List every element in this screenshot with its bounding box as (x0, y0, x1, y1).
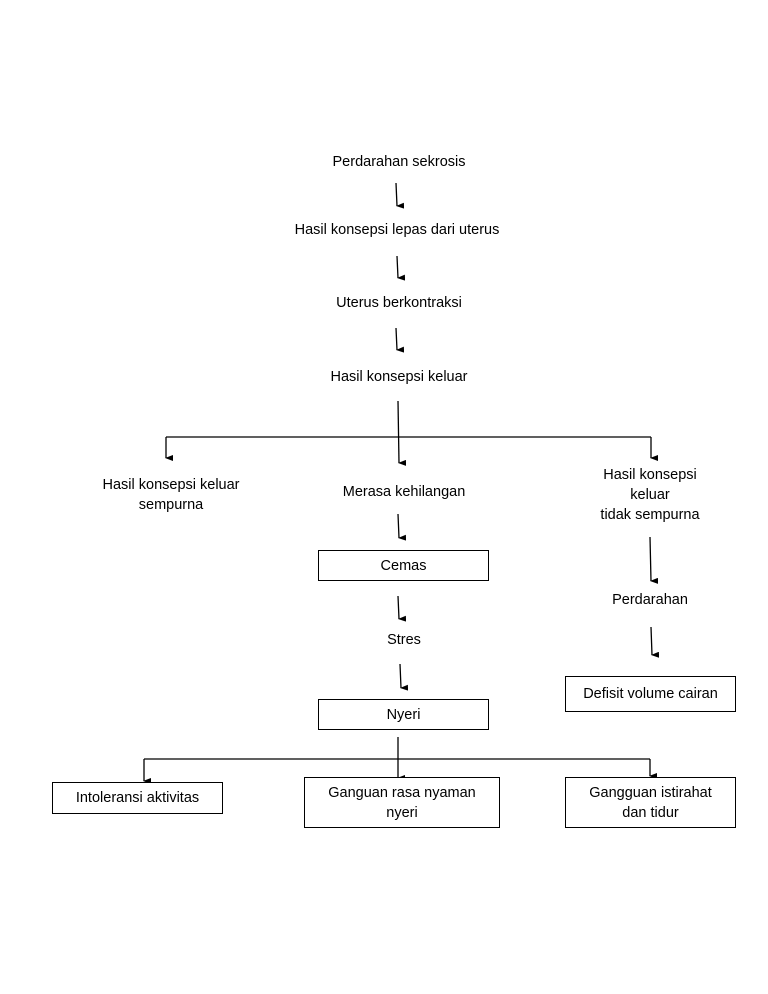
node-keluar-sempurna: Hasil konsepsi keluar sempurna (102, 477, 240, 513)
box-gangguan-istirahat: Gangguan istirahat dan tidur (565, 777, 736, 828)
arrow-kontraksi-to-keluar (395, 327, 405, 353)
arrow-kehilangan-to-cemas (397, 513, 407, 541)
node-keluar-tidak-sempurna: Hasil konsepsi keluar tidak sempurna (600, 467, 700, 523)
node-perdarahan-sekrosis: Perdarahan sekrosis (332, 154, 466, 170)
arrow-stres-to-nyeri (399, 663, 409, 691)
arrow-tidak-sempurna-to-perdarahan (649, 536, 659, 584)
box-intoleransi-aktivitas: Intoleransi aktivitas (52, 782, 223, 814)
arrow-perdarahan-to-defisit (650, 626, 660, 658)
node-hasil-konsepsi-lepas: Hasil konsepsi lepas dari uterus (294, 222, 500, 238)
node-uterus-berkontraksi: Uterus berkontraksi (336, 295, 462, 311)
box-defisit-volume-cairan: Defisit volume cairan (565, 676, 736, 712)
box-nyeri: Nyeri (318, 699, 489, 730)
arrow-cemas-to-stres (397, 595, 407, 622)
node-hasil-konsepsi-keluar: Hasil konsepsi keluar (330, 369, 468, 385)
box-ganguan-rasa-nyaman: Ganguan rasa nyaman nyeri (304, 777, 500, 828)
arrow-keluar-to-kehilangan (397, 400, 407, 466)
arrow-lepas-to-kontraksi (396, 255, 406, 281)
node-perdarahan: Perdarahan (612, 592, 688, 608)
node-merasa-kehilangan: Merasa kehilangan (342, 484, 466, 500)
arrow-sekrosis-to-lepas (395, 182, 405, 209)
box-cemas: Cemas (318, 550, 489, 581)
node-stres: Stres (387, 632, 421, 648)
